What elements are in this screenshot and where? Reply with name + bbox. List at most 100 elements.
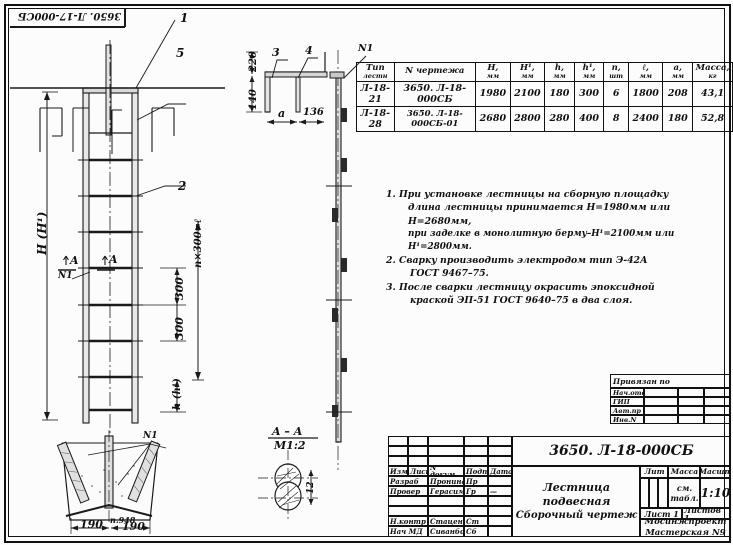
tb-lit-header: Лит [640, 466, 668, 478]
tb-mass-line2: табл. [670, 493, 699, 503]
cell-drawing-no: 3650. Л-18-000СБ [393, 80, 477, 107]
note-line: краской ЭП-51 ГОСТ 9640–75 в два слоя. [410, 295, 633, 307]
tb-sign: Сб [464, 526, 488, 537]
dim-height-label: H (H¹) [35, 211, 49, 255]
col-head-H: H,мм [475, 62, 511, 82]
tb-org-line2: Мастерская N9 [645, 528, 726, 537]
cell-type: Л-18-21 [356, 80, 395, 107]
cell-a: 180 [662, 105, 694, 132]
dim-n948-label: п.948 [110, 515, 136, 525]
dim-300-upper: 300 [173, 277, 186, 300]
tb-date [488, 506, 512, 516]
tb-grid-cell [464, 456, 488, 466]
tb-sheet-label: Лист 1 [640, 508, 682, 519]
tb-grid-cell [488, 446, 512, 456]
note-line: длина лестницы принимается Н=1980мм или … [408, 202, 671, 227]
attach-cell [644, 397, 678, 406]
attach-cell [704, 397, 730, 406]
dim-h-label: h (h¹) [172, 378, 183, 410]
dim-220-label: 220 [248, 51, 259, 72]
tb-grid-cell [408, 446, 428, 456]
tb-mass-line1: см. [676, 483, 693, 493]
table-row: Л-18-21 3650. Л-18-000СБ 1980 2100 180 3… [356, 80, 733, 107]
attach-cell [678, 415, 704, 424]
tb-product-name: Лестница подвесная Сборочный чертеж [512, 466, 640, 537]
cell-h: 280 [544, 105, 575, 132]
attach-cell [704, 406, 730, 415]
tb-name: Стаценок [428, 516, 464, 526]
attach-cell [678, 406, 704, 415]
attach-cell [678, 388, 704, 397]
cell-H1: 2100 [509, 80, 546, 107]
cell-h1: 300 [573, 80, 605, 107]
cell-n: 8 [603, 105, 629, 132]
tb-name [428, 506, 464, 516]
tb-date [488, 496, 512, 506]
tb-sign [464, 506, 488, 516]
cell-h: 180 [544, 80, 575, 107]
leader-label-2: 2 [178, 179, 187, 193]
tb-name [428, 496, 464, 506]
dim-190-left-label: 190 [80, 518, 103, 531]
tb-org-line1: Мосинжпроект [644, 519, 727, 528]
tb-sign [464, 496, 488, 506]
tb-date: — [488, 486, 512, 496]
tb-grid-cell [488, 436, 512, 446]
cell-H1: 2800 [509, 105, 546, 132]
tb-role: Провер [388, 486, 428, 496]
col-head-a: a,мм [662, 62, 694, 82]
dim-a-label: a [278, 107, 286, 120]
section-title-aa: A – A [272, 425, 303, 438]
tb-rev-head-doc: N докум [428, 466, 464, 476]
tb-rev-head-data: Дата [488, 466, 512, 476]
tb-role: Нач МД [388, 526, 428, 537]
tb-date [488, 516, 512, 526]
col-head-H1: H¹,мм [509, 62, 546, 82]
sheet-inner-border [8, 8, 725, 537]
tb-rev-head-list: Лист [408, 466, 428, 476]
attach-row-label: Нач.отд [610, 388, 644, 397]
leader-label-4: 4 [305, 44, 313, 57]
cell-mass: 52,8 [692, 105, 733, 132]
dim-pitch-total-label: n×300=ℓ [193, 218, 204, 268]
tb-grid-cell [388, 456, 408, 466]
tb-sign: Пр [464, 476, 488, 486]
tb-role [388, 496, 428, 506]
note-line: ГОСТ 9467–75. [410, 268, 489, 280]
mark-n1-top: N1 [358, 43, 374, 54]
tb-drawing-number: 3650. Л-18-000СБ [512, 436, 730, 466]
title-block: Изм Лист N докум Подп Дата Разраб Пронин… [388, 436, 730, 541]
tb-grid-cell [388, 446, 408, 456]
leader-label-5: 5 [176, 46, 185, 60]
tb-mass-header: Масса [668, 466, 700, 478]
dim-190-right-label: 190 [122, 520, 145, 533]
tb-name: Пронина [428, 476, 464, 486]
attach-cell [704, 415, 730, 424]
attach-cell [678, 397, 704, 406]
tb-mass-value: см. табл. [668, 478, 700, 508]
tb-name-line1: Лестница [542, 480, 611, 494]
mark-n1-bottom: N1 [143, 431, 158, 441]
cell-h1: 400 [573, 105, 605, 132]
section-dim-12-label: 12 [306, 481, 316, 494]
attach-cell [644, 406, 678, 415]
cell-type: Л-18-28 [356, 105, 395, 132]
tb-scale-value: 1:10 [700, 478, 730, 508]
tb-grid-cell [388, 436, 408, 446]
bottom-embed-detail [56, 430, 167, 534]
note-line: 3. После сварки лестницу окрасить эпокси… [386, 281, 655, 293]
section-mark-a-left: A [70, 254, 79, 267]
cell-drawing-no: 3650. Л-18-000СБ-01 [393, 105, 477, 132]
tb-scale-header: Масшт [700, 466, 730, 478]
dim-136-label: 136 [303, 107, 324, 118]
col-head-mass: Масса,кг [692, 62, 733, 82]
tb-name-line3: Сборочный чертеж [515, 510, 638, 522]
note-line: 2. Сварку производить электродом тип Э-4… [386, 254, 648, 266]
tb-rev-head-podp: Подп [464, 466, 488, 476]
tb-sign: Гр [464, 486, 488, 496]
leader-label-3: 3 [272, 46, 280, 59]
